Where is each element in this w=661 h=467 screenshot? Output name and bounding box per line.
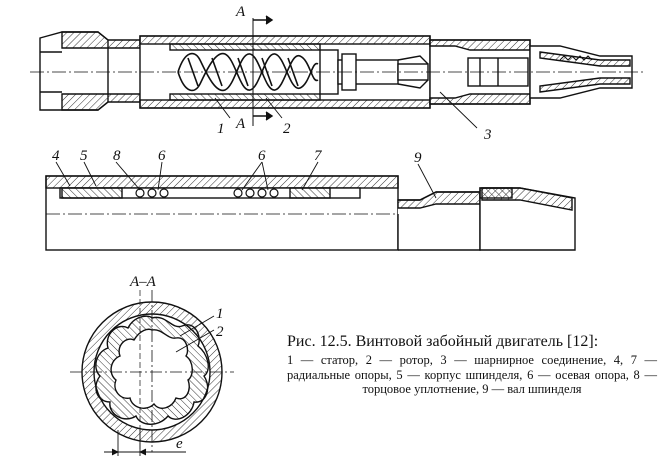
- label-axial-left: 6: [158, 148, 166, 164]
- label-joint: 3: [483, 127, 492, 143]
- label-rotor-section: 2: [216, 324, 224, 340]
- section-mark-bottom: A: [235, 116, 246, 132]
- figure-caption-title: Рис. 12.5. Винтовой забойный двигатель […: [287, 333, 599, 350]
- label-stator-section: 1: [216, 306, 224, 322]
- label-radial-left: 4: [52, 148, 60, 164]
- motor-assembly: [30, 15, 645, 129]
- section-title: A–A: [129, 274, 157, 290]
- label-axial-right: 6: [258, 148, 266, 164]
- section-mark-top: A: [235, 4, 246, 20]
- cross-section: [70, 290, 234, 456]
- spindle-assembly: [45, 161, 576, 251]
- label-seal: 8: [113, 148, 121, 164]
- label-stator-top: 1: [217, 121, 225, 137]
- label-housing: 5: [80, 148, 88, 164]
- label-shaft: 9: [414, 150, 422, 166]
- figure-caption-body: 1 — статор, 2 — ротор, 3 — шарнирное сое…: [287, 353, 657, 396]
- rotor-lobes: [110, 328, 193, 409]
- label-radial-right: 7: [314, 148, 323, 164]
- clearance-label: e: [176, 436, 183, 452]
- label-rotor-top: 2: [283, 121, 291, 137]
